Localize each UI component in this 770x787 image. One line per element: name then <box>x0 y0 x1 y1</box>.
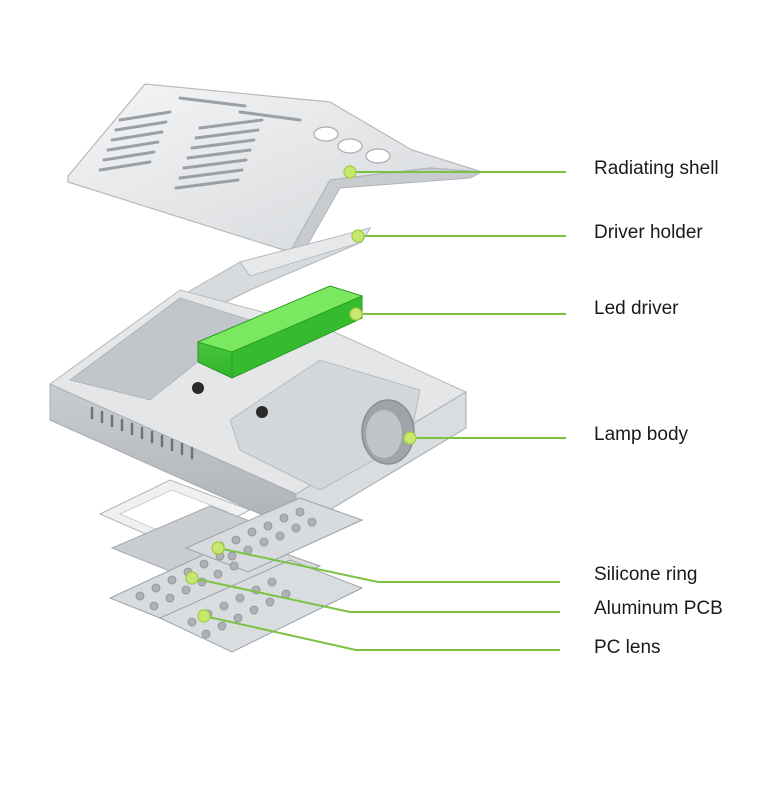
label-radiating-shell: Radiating shell <box>594 158 719 179</box>
leader-aluminum-pcb <box>191 577 560 613</box>
shell-holes <box>313 126 391 164</box>
led-driver <box>196 285 364 379</box>
radiating-shell <box>67 83 484 259</box>
label-led-driver: Led driver <box>594 298 679 319</box>
label-silicone-ring: Silicone ring <box>594 564 698 585</box>
pc-lens-modules <box>108 497 364 653</box>
label-aluminum-pcb: Aluminum PCB <box>594 598 723 619</box>
label-driver-holder: Driver holder <box>594 222 703 243</box>
leader-pc-lens <box>203 615 560 651</box>
shell-vent-slots <box>98 96 302 190</box>
leader-lines <box>191 171 566 651</box>
label-lamp-body: Lamp body <box>594 424 689 445</box>
label-pc-lens: PC lens <box>594 637 661 658</box>
lamp-body <box>49 289 467 531</box>
driver-holder <box>187 227 372 311</box>
leader-dots <box>185 165 417 623</box>
leader-silicone-ring <box>217 547 560 583</box>
lamp-body-vents <box>90 406 194 460</box>
